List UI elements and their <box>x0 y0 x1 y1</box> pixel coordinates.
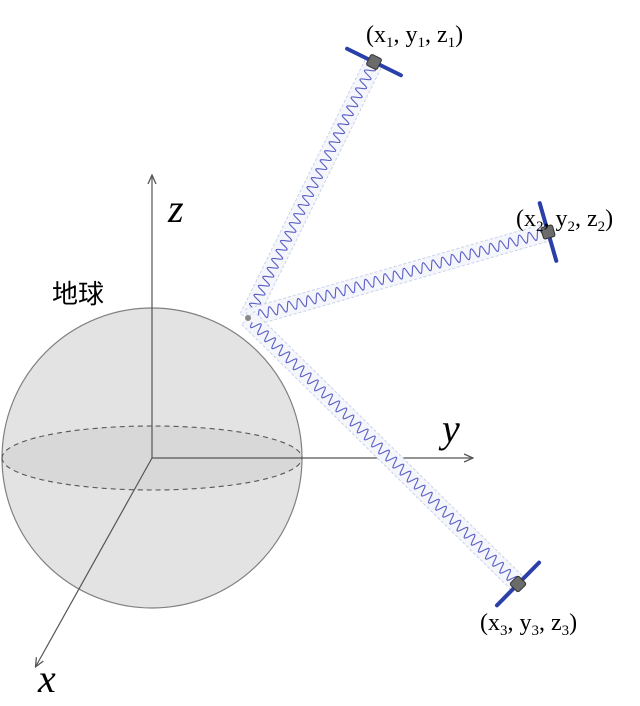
signal-wave <box>248 65 377 314</box>
coordinate-axes <box>36 176 472 666</box>
satellite-body <box>540 224 556 240</box>
satellite-1-icon <box>345 46 403 78</box>
z-axis-label: z <box>167 186 184 231</box>
satellite-2-icon <box>537 201 559 263</box>
satellite-body <box>509 575 527 593</box>
satellite-3-icon <box>494 560 542 608</box>
signal-band <box>239 57 383 323</box>
y-axis-label: y <box>438 406 460 451</box>
satellites <box>345 46 559 608</box>
x-axis-label: x <box>37 656 56 701</box>
signal-wave <box>253 229 546 322</box>
receiver-point <box>245 315 251 321</box>
satellite-3-coordinates: (x3, y3, z3) <box>480 610 577 639</box>
signal-wave <box>249 321 519 582</box>
satellite-body <box>366 54 382 70</box>
satellite-2-coordinates: (x2, y2, z2) <box>516 206 613 235</box>
earth-label: 地球 <box>52 280 104 310</box>
signal-1 <box>239 57 383 323</box>
x-axis <box>36 457 153 666</box>
satellite-1-coordinates: (x1, y1, z1) <box>366 22 463 51</box>
